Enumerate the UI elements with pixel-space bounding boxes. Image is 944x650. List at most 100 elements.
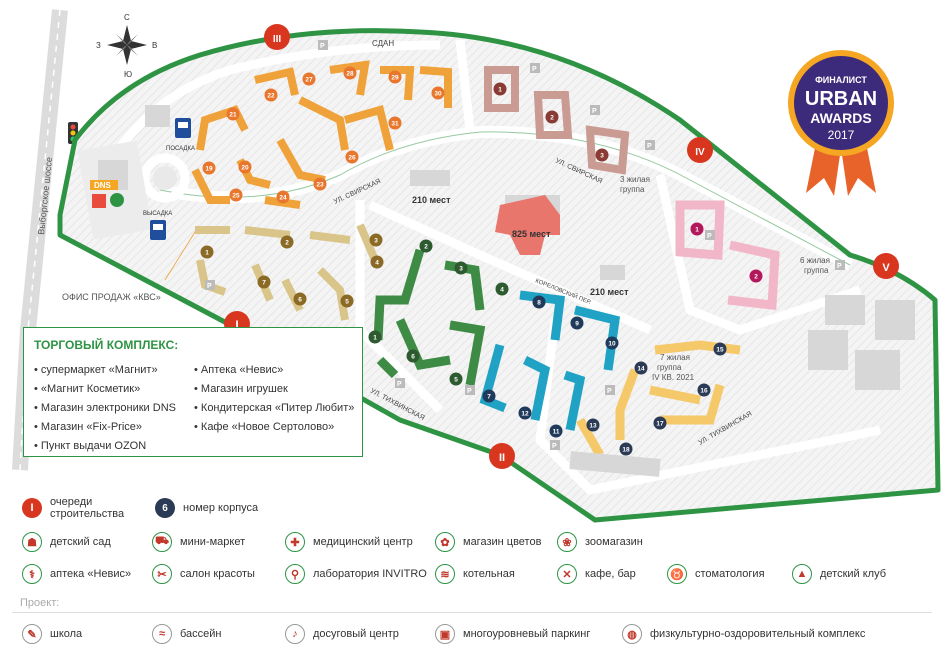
flower-icon: ✿ bbox=[435, 532, 455, 552]
legend-row-0: I очереди строительства 6 номер корпуса bbox=[12, 496, 932, 520]
parking-garage-icon: ▣ bbox=[435, 624, 455, 644]
building-marker-yellow-16: 16 bbox=[697, 383, 711, 397]
building-marker-teal-9: 9 bbox=[570, 316, 584, 330]
tan-buildings bbox=[195, 223, 379, 321]
tk-item: • Магазин «Fix-Price» bbox=[34, 421, 143, 433]
office-sales-label: ОФИС ПРОДАЖ «КВС» bbox=[62, 292, 161, 302]
roundabout bbox=[140, 153, 190, 203]
pharmacy-icon: ⚕ bbox=[22, 564, 42, 584]
legend-text: стоматология bbox=[695, 568, 765, 580]
trade-complex-col-2: • Аптека «Невис» • Магазин игрушек • Кон… bbox=[194, 361, 354, 437]
sdan-label: СДАН bbox=[372, 39, 394, 48]
building-marker-orange-22: 22 bbox=[264, 88, 278, 102]
yellow-buildings bbox=[576, 340, 741, 458]
teal-buildings bbox=[479, 290, 621, 431]
tk-item: • Аптека «Невис» bbox=[194, 364, 284, 376]
svg-text:P: P bbox=[467, 388, 472, 395]
svg-text:23: 23 bbox=[316, 182, 324, 189]
svg-text:22: 22 bbox=[267, 93, 275, 100]
legend-queue-text: очереди строительства bbox=[50, 496, 124, 520]
tk-item: • Пункт выдачи OZON bbox=[34, 440, 147, 452]
building-marker-teal-11: 11 bbox=[549, 424, 563, 438]
cart-icon: ⛟ bbox=[152, 532, 172, 552]
svg-text:3: 3 bbox=[374, 238, 378, 245]
trade-complex-title: ТОРГОВЫЙ КОМПЛЕКС: bbox=[34, 338, 179, 352]
posadka-label: ПОСАДКА bbox=[166, 146, 195, 152]
project-label: Проект: bbox=[20, 597, 60, 609]
school-icon: ✎ bbox=[22, 624, 42, 644]
svg-text:6: 6 bbox=[298, 297, 302, 304]
building-marker-pink-2: 2 bbox=[749, 269, 763, 283]
building-marker-pink-1: 1 bbox=[690, 222, 704, 236]
svg-text:26: 26 bbox=[348, 155, 356, 162]
building-marker-orange-25: 25 bbox=[229, 188, 243, 202]
parking-210-b: 210 мест bbox=[590, 287, 629, 297]
building-marker-tan-2: 2 bbox=[280, 235, 294, 249]
legend-text: аптека «Невис» bbox=[50, 568, 132, 580]
group3-label-2: группа bbox=[620, 185, 645, 194]
svg-text:4: 4 bbox=[500, 287, 504, 294]
legend-text: детский клуб bbox=[820, 568, 887, 580]
legend-korpus-text: номер корпуса bbox=[183, 502, 259, 514]
svg-text:7: 7 bbox=[487, 394, 491, 401]
legend-row-2: ⚕аптека «Невис» ✂салон красоты ⚲лаборато… bbox=[12, 562, 932, 586]
legend-text: многоуровневый паркинг bbox=[463, 628, 591, 640]
svg-text:1: 1 bbox=[373, 335, 377, 342]
parking-210-a: 210 мест bbox=[412, 195, 451, 205]
building-marker-orange-23: 23 bbox=[313, 177, 327, 191]
scissors-icon: ✂ bbox=[152, 564, 172, 584]
legend-text: лаборатория INVITRO bbox=[313, 568, 427, 580]
group3-label-1: 3 жилая bbox=[620, 175, 650, 184]
svg-text:P: P bbox=[320, 43, 325, 50]
legend-text: бассейн bbox=[180, 628, 222, 640]
dns-shop: DNS bbox=[90, 180, 124, 208]
group7-label-1: 7 жилая bbox=[660, 353, 690, 362]
compass-n: С bbox=[124, 13, 130, 22]
parking-825-building bbox=[495, 195, 560, 255]
building-marker-maroon-1: 1 bbox=[493, 82, 507, 96]
svg-text:P: P bbox=[397, 381, 402, 388]
pool-icon: ≈ bbox=[152, 624, 172, 644]
svg-text:31: 31 bbox=[391, 121, 399, 128]
svg-text:P: P bbox=[532, 66, 537, 73]
legend-korpus: 6 номер корпуса bbox=[155, 496, 258, 520]
pink-buildings bbox=[675, 200, 780, 311]
svg-text:II: II bbox=[499, 452, 505, 464]
building-marker-green-2: 2 bbox=[419, 239, 433, 253]
tk-item: • «Магнит Косметик» bbox=[34, 383, 141, 395]
svg-text:3: 3 bbox=[459, 266, 463, 273]
medical-cross-icon: ✚ bbox=[285, 532, 305, 552]
bus-stop-icon-1 bbox=[175, 118, 191, 138]
legend-text: салон красоты bbox=[180, 568, 255, 580]
pet-icon: ❀ bbox=[557, 532, 577, 552]
badge-awards: AWARDS bbox=[810, 110, 871, 126]
building-marker-orange-31: 31 bbox=[388, 116, 402, 130]
svg-text:5: 5 bbox=[345, 299, 349, 306]
building-marker-green-3: 3 bbox=[454, 261, 468, 275]
leisure-icon: ♪ bbox=[285, 624, 305, 644]
compass-w: З bbox=[96, 41, 101, 50]
svg-text:P: P bbox=[592, 108, 597, 115]
svg-text:14: 14 bbox=[637, 366, 645, 373]
building-marker-teal-8: 8 bbox=[532, 295, 546, 309]
parking-markers: P P P P P P P P P P P bbox=[205, 40, 845, 450]
compass-rose: С Ю З В bbox=[96, 13, 157, 79]
svg-text:20: 20 bbox=[241, 165, 249, 172]
tk-item: • Кондитерская «Питер Любит» bbox=[194, 402, 355, 414]
kindergarten-icon: ☗ bbox=[22, 532, 42, 552]
svg-text:7: 7 bbox=[262, 280, 266, 287]
svg-text:19: 19 bbox=[205, 166, 213, 173]
badge-finalist: ФИНАЛИСТ bbox=[815, 75, 867, 85]
svg-text:8: 8 bbox=[537, 300, 541, 307]
legend-row-3: ✎школа ≈бассейн ♪досуговый центр ▣многоу… bbox=[12, 622, 932, 646]
legend-text: кафе, бар bbox=[585, 568, 636, 580]
maroon-buildings bbox=[484, 66, 630, 175]
building-marker-tan-1: 1 bbox=[200, 245, 214, 259]
svg-text:2: 2 bbox=[550, 115, 554, 122]
building-marker-tan-7: 7 bbox=[257, 275, 271, 289]
legend-queue: I очереди строительства bbox=[22, 496, 124, 520]
svg-text:2: 2 bbox=[754, 274, 758, 281]
building-marker-orange-30: 30 bbox=[431, 86, 445, 100]
korpus-icon: 6 bbox=[155, 498, 175, 518]
svg-text:III: III bbox=[273, 34, 282, 45]
